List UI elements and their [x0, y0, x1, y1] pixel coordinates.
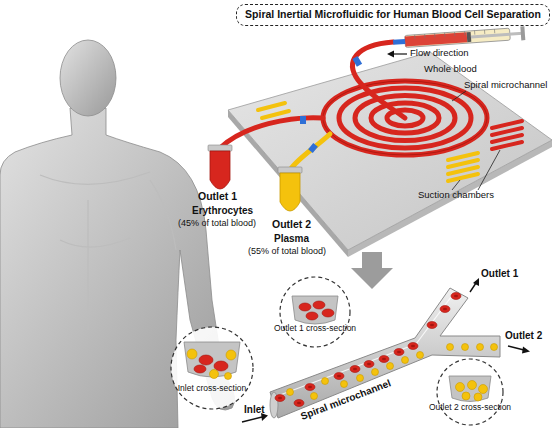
inset-caption: Outlet 1 cross-section [274, 324, 356, 333]
microfluidic-chip [228, 52, 552, 257]
leader-lines [452, 91, 500, 190]
fraction-share: (45% of total blood) [178, 218, 256, 228]
cross-section-inset: Outlet 1 cross-section [279, 276, 351, 348]
human-figure [0, 40, 235, 428]
dashed-circle [171, 327, 253, 409]
flow-arrow [387, 51, 407, 58]
input-label: Whole blood [424, 64, 477, 75]
syringe [393, 26, 526, 49]
inset-caption: Outlet 2 cross-section [429, 403, 511, 412]
flow-label: Flow direction [410, 48, 469, 59]
part-label: Suction chambers [418, 190, 494, 201]
cross-section-inset: Outlet 2 cross-section [436, 358, 504, 426]
outlet-label: Outlet 1 [198, 190, 237, 202]
inset-outline [279, 276, 351, 348]
channel-closeup [270, 288, 500, 418]
dashed-circle [280, 277, 350, 347]
cross-section-inset: Inlet cross-section [170, 326, 254, 410]
fraction-share: (55% of total blood) [248, 246, 326, 256]
figure-title: Spiral Inertial Microfluidic for Human B… [236, 4, 550, 26]
tubing [220, 42, 405, 170]
inset-caption: Inlet cross-section [178, 384, 247, 393]
outlet-label: Outlet 1 [481, 268, 518, 280]
inset-outline [436, 358, 504, 426]
inset-outline [170, 326, 254, 410]
dashed-circle [437, 359, 503, 425]
zoom-arrow [351, 252, 393, 289]
outlet-label: Outlet 2 [272, 218, 311, 230]
fraction-name: Plasma [274, 233, 309, 245]
inlet-label: Inlet [244, 404, 265, 416]
part-label: Spiral microchannel [464, 80, 547, 91]
fraction-name: Erythrocytes [192, 205, 253, 217]
outlet-label: Outlet 2 [505, 330, 542, 342]
